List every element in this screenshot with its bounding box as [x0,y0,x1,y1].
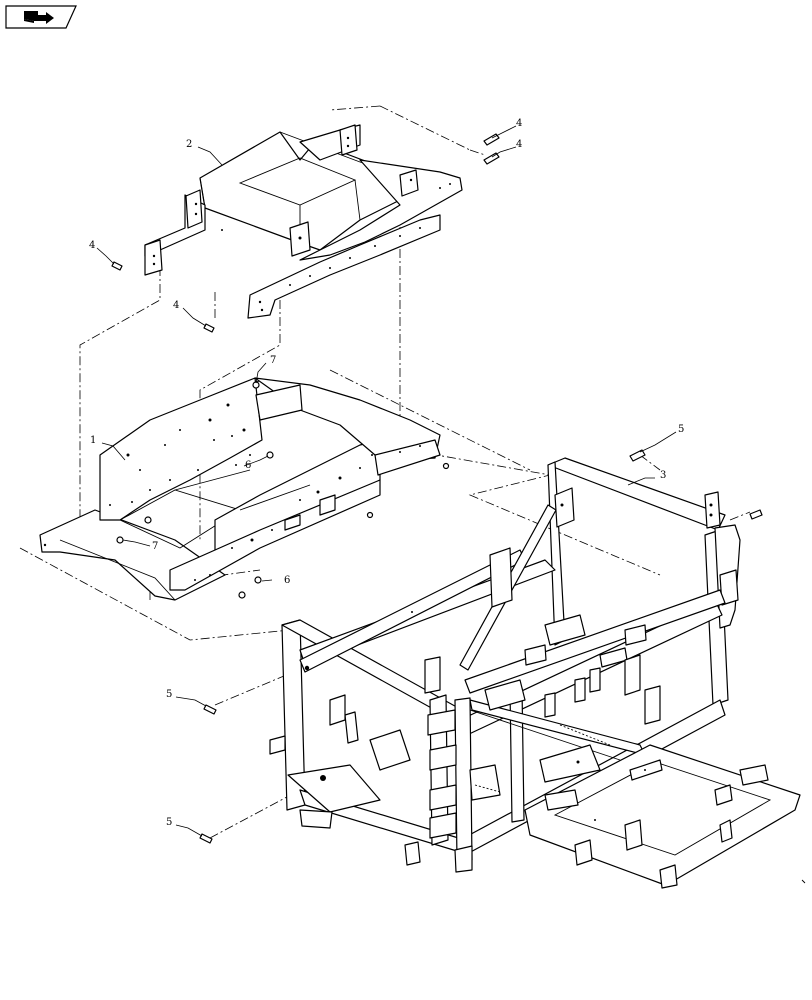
callout-7b: 7 [152,541,158,552]
bolt-4c [111,261,123,271]
corner-mark [801,879,806,884]
callout-6b: 6 [284,575,290,586]
nut-7c [144,516,152,524]
back-nav-button[interactable] [5,5,77,29]
nut-extra [366,462,450,519]
middle-frame-part-1 [39,377,441,601]
callout-7a: 7 [270,355,276,366]
nut-6b [254,576,262,584]
nut-6c [238,591,246,599]
nut-7b [116,536,124,544]
callout-4c: 4 [89,240,95,251]
fasteners [111,133,763,844]
callout-3: 3 [660,470,666,481]
nut-6a [266,451,274,459]
bolt-4b [483,152,500,165]
callout-1: 1 [90,435,96,446]
callout-5c: 5 [166,817,172,828]
callout-5b: 5 [166,689,172,700]
callout-4b: 4 [516,139,522,150]
bolt-5b [203,704,217,715]
bolt-5c [199,833,213,844]
leader-lines [96,125,677,837]
callout-5a: 5 [678,424,684,435]
bolt-4d [203,323,215,333]
callout-4d: 4 [173,300,179,311]
step-frame [524,744,801,889]
book-arrow-icon [24,11,54,24]
bolt-5d [749,509,763,520]
callouts: 2 1 3 4 4 4 4 5 5 5 6 6 7 7 [89,118,684,828]
callout-6a: 6 [245,460,251,471]
upper-frame-part-2 [144,124,463,319]
alignment-lines [19,105,751,839]
bolt-5a [629,449,646,462]
callout-2: 2 [186,139,192,150]
callout-4a: 4 [516,118,522,129]
